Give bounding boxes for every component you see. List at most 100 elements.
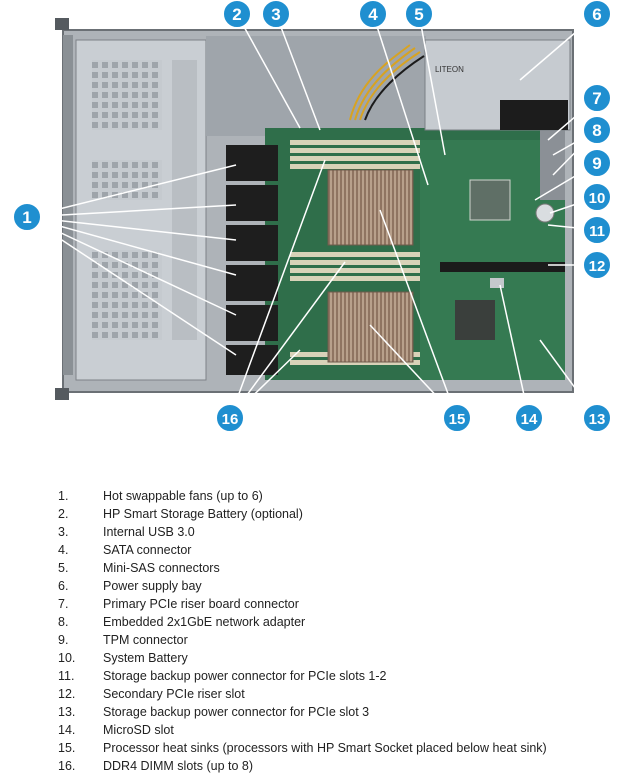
legend-text: MicroSD slot [103,723,174,737]
callout-6: 6 [582,0,612,29]
legend-text: Internal USB 3.0 [103,525,195,539]
svg-text:6: 6 [592,5,601,24]
legend-text: Mini-SAS connectors [103,561,220,575]
legend-item: 15. Processor heat sinks (processors with… [58,739,618,757]
legend-text: Storage backup power connector for PCIe … [103,705,370,719]
legend-item: 11. Storage backup power connector for PC… [58,667,618,685]
callout-16: 16 [215,403,245,433]
psu-label: LITEON [435,65,464,74]
callout-4: 4 [358,0,388,29]
legend-number: 4. [58,543,69,557]
legend-number: 3. [58,525,69,539]
callout-13: 13 [582,403,612,433]
svg-text:3: 3 [271,5,280,24]
secondary-pcie-riser-slot [440,262,565,272]
fan [226,265,278,301]
svg-text:10: 10 [589,190,606,207]
legend-text: Embedded 2x1GbE network adapter [103,615,306,629]
fan [226,225,278,261]
power-supply-bay: LITEON [424,39,571,131]
legend-item: 4. SATA connector [58,541,618,559]
legend-number: 12. [58,687,76,701]
legend-number: 14. [58,723,76,737]
svg-text:12: 12 [589,258,606,275]
callout-3: 3 [261,0,291,29]
svg-text:8: 8 [592,121,601,140]
legend-number: 5. [58,561,69,575]
svg-text:11: 11 [589,223,605,240]
legend-number: 6. [58,579,69,593]
legend-item: 14. MicroSD slot [58,721,618,739]
microsd-slot [490,278,504,288]
legend-number: 16. [58,759,76,773]
legend-item: 3. Internal USB 3.0 [58,523,618,541]
legend-number: 8. [58,615,69,629]
embedded-nic [469,179,511,221]
svg-text:5: 5 [414,5,423,24]
legend-text: DDR4 DIMM slots (up to 8) [103,759,254,773]
svg-text:2: 2 [232,5,241,24]
legend-number: 1. [58,489,69,503]
svg-text:7: 7 [592,89,601,108]
legend-item: 16. DDR4 DIMM slots (up to 8) [58,757,618,775]
leader-lines [26,13,598,419]
network-ports [540,120,565,200]
legend-text: Primary PCIe riser board connector [103,597,299,611]
legend-text: HP Smart Storage Battery (optional) [103,507,303,521]
svg-text:9: 9 [592,154,601,173]
legend-text: Storage backup power connector for PCIe … [103,669,387,683]
legend-text: Hot swappable fans (up to 6) [103,489,263,503]
server-diagram: LITEON 1 2 3 4 5 [12,0,612,433]
chipset [455,300,495,340]
callout-8: 8 [582,115,612,145]
heat-sink-cpu2 [327,291,414,363]
power-cables [349,44,425,121]
svg-text:1: 1 [22,208,31,227]
fan-array [226,145,278,375]
legend-text: TPM connector [103,633,188,647]
svg-text:13: 13 [589,411,606,428]
callout-14: 14 [514,403,544,433]
legend-number: 13. [58,705,76,719]
callout-5: 5 [404,0,434,29]
callout-15: 15 [442,403,472,433]
heat-sink-cpu1 [327,169,414,246]
callout-1: 1 [12,202,42,232]
legend-item: 7. Primary PCIe riser board connector [58,595,618,613]
component-legend: 1. Hot swappable fans (up to 6) 2. HP Smar… [58,487,618,775]
legend-text: Power supply bay [103,579,202,593]
legend-item: 13. Storage backup power connector for PC… [58,703,618,721]
legend-item: 2. HP Smart Storage Battery (optional) [58,505,618,523]
svg-text:16: 16 [222,411,239,428]
legend-item: 6. Power supply bay [58,577,618,595]
fan [226,185,278,221]
svg-text:15: 15 [449,411,466,428]
legend-item: 5. Mini-SAS connectors [58,559,618,577]
legend-number: 7. [58,597,69,611]
legend-number: 11. [58,669,75,683]
svg-text:4: 4 [368,5,378,24]
legend-item: 8. Embedded 2x1GbE network adapter [58,613,618,631]
callout-11: 11 [582,215,612,245]
legend-item: 10. System Battery [58,649,618,667]
svg-text:14: 14 [521,411,538,428]
legend-text: Processor heat sinks (processors with HP… [103,741,547,755]
legend-item: 1. Hot swappable fans (up to 6) [58,487,618,505]
callout-12: 12 [582,250,612,280]
fan [226,145,278,181]
callout-10: 10 [582,182,612,212]
legend-number: 15. [58,741,76,755]
legend-item: 9. TPM connector [58,631,618,649]
callout-2: 2 [222,0,252,29]
legend-text: Secondary PCIe riser slot [103,687,245,701]
legend-number: 9. [58,633,69,647]
system-battery [535,203,555,223]
drive-cage [75,39,207,381]
legend-number: 2. [58,507,69,521]
legend-item: 12. Secondary PCIe riser slot [58,685,618,703]
legend-text: SATA connector [103,543,192,557]
callout-9: 9 [582,148,612,178]
legend-number: 10. [58,651,76,665]
legend-text: System Battery [103,651,188,665]
callout-7: 7 [582,83,612,113]
